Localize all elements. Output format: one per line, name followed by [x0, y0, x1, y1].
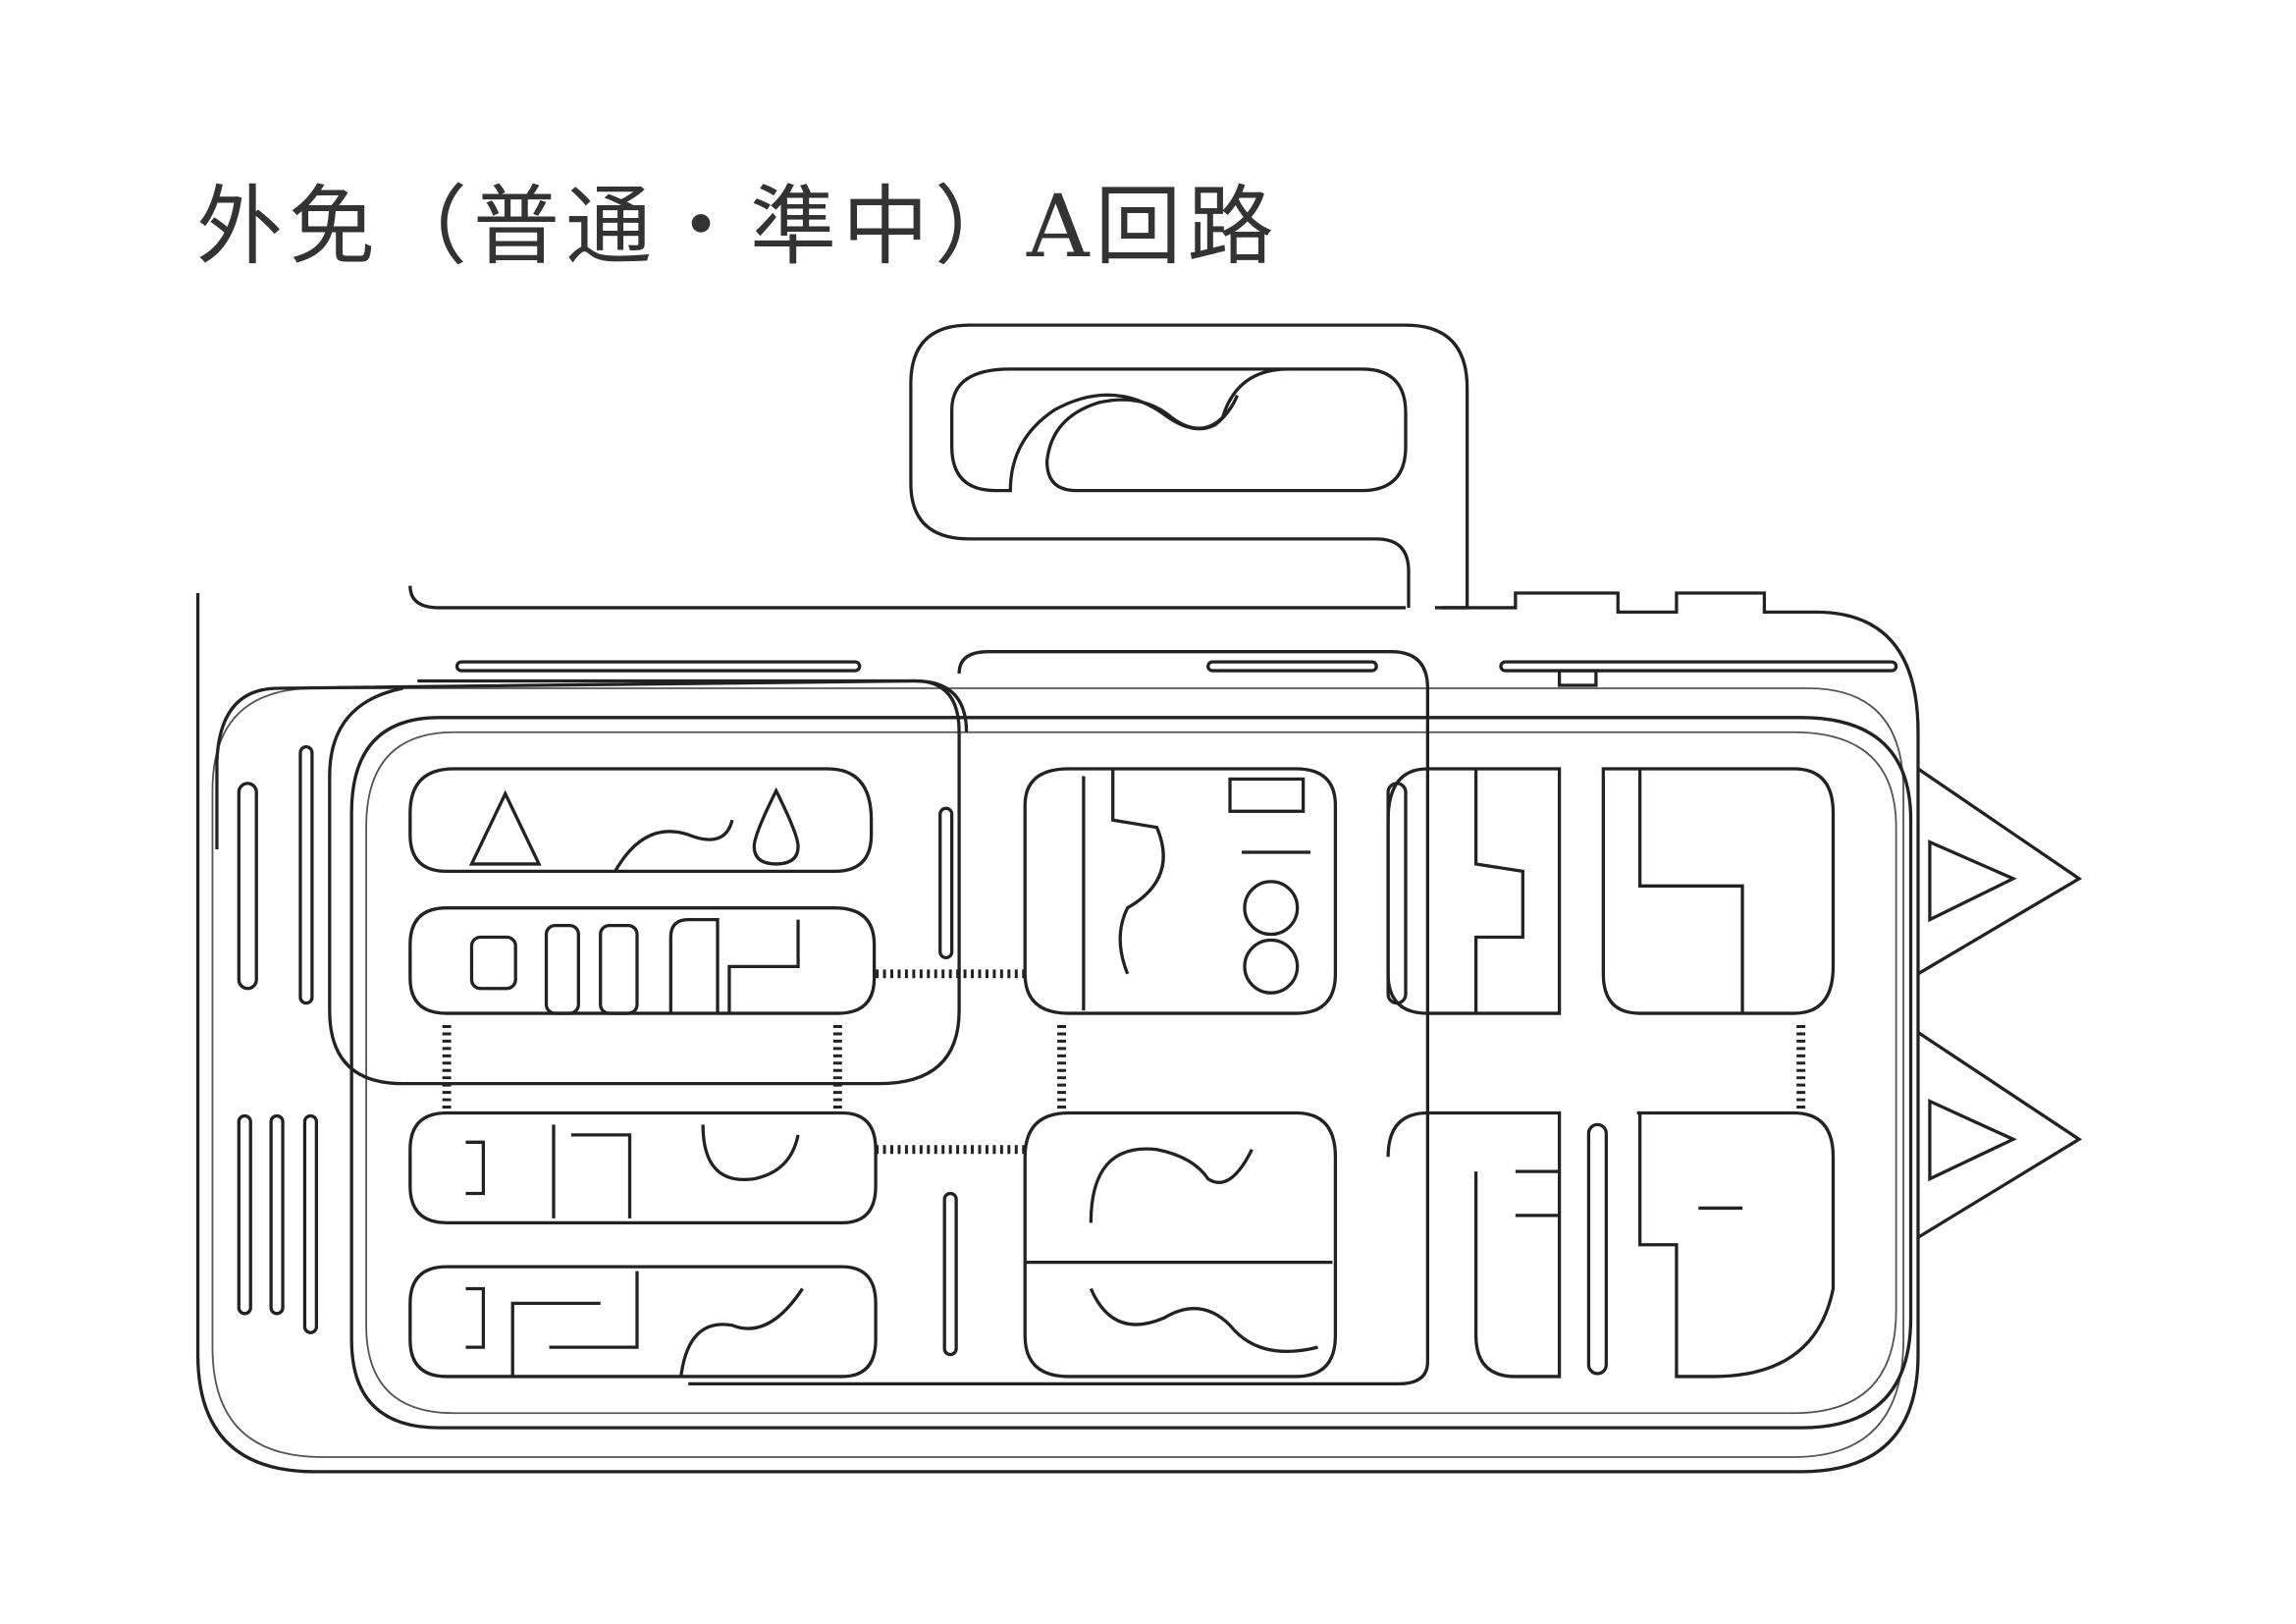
- right-spike-upper: [1917, 767, 2083, 976]
- median-center-left: [938, 806, 954, 960]
- median-top-left: [454, 660, 862, 673]
- top-s-curve-area: [909, 323, 1469, 610]
- outer-boundary: [195, 585, 1920, 1474]
- course-title: 外免（普通・準中）A回路: [196, 176, 1280, 277]
- top-loop-outer: [909, 323, 1469, 610]
- route-line-b: [688, 650, 1430, 1386]
- gate-box: [1557, 669, 1598, 687]
- block-right-upper: [1386, 767, 1836, 1015]
- parking-box: [1228, 777, 1306, 813]
- median-center-low: [942, 1191, 958, 1357]
- block-triangles: [408, 767, 874, 874]
- block-crank-upper: [408, 906, 877, 1015]
- block-center-lower: [1023, 1110, 1338, 1379]
- block-center-upper: [1023, 767, 1338, 1015]
- route-line-c: [328, 678, 961, 1086]
- median-center-right: [1386, 782, 1408, 1005]
- block-lower-left-1: [408, 1110, 878, 1224]
- median-top-center: [1206, 660, 1378, 673]
- median-top-right: [1499, 660, 1898, 673]
- block-lower-left-2: [408, 1265, 878, 1379]
- right-spike-lower: [1917, 1031, 2083, 1239]
- outer-road-inner-edge: [211, 687, 1904, 1458]
- drop-island: [752, 786, 800, 866]
- triangle-island-1: [468, 789, 542, 866]
- left-medians: [237, 744, 319, 1334]
- route-line-a: [215, 678, 969, 850]
- crosswalks: [442, 969, 1806, 1155]
- top-loop-inner: [950, 367, 1408, 493]
- block-right-lower: [1386, 1110, 1836, 1379]
- inner-loop-lane: [365, 731, 1897, 1415]
- inner-loop-road: [349, 716, 1913, 1430]
